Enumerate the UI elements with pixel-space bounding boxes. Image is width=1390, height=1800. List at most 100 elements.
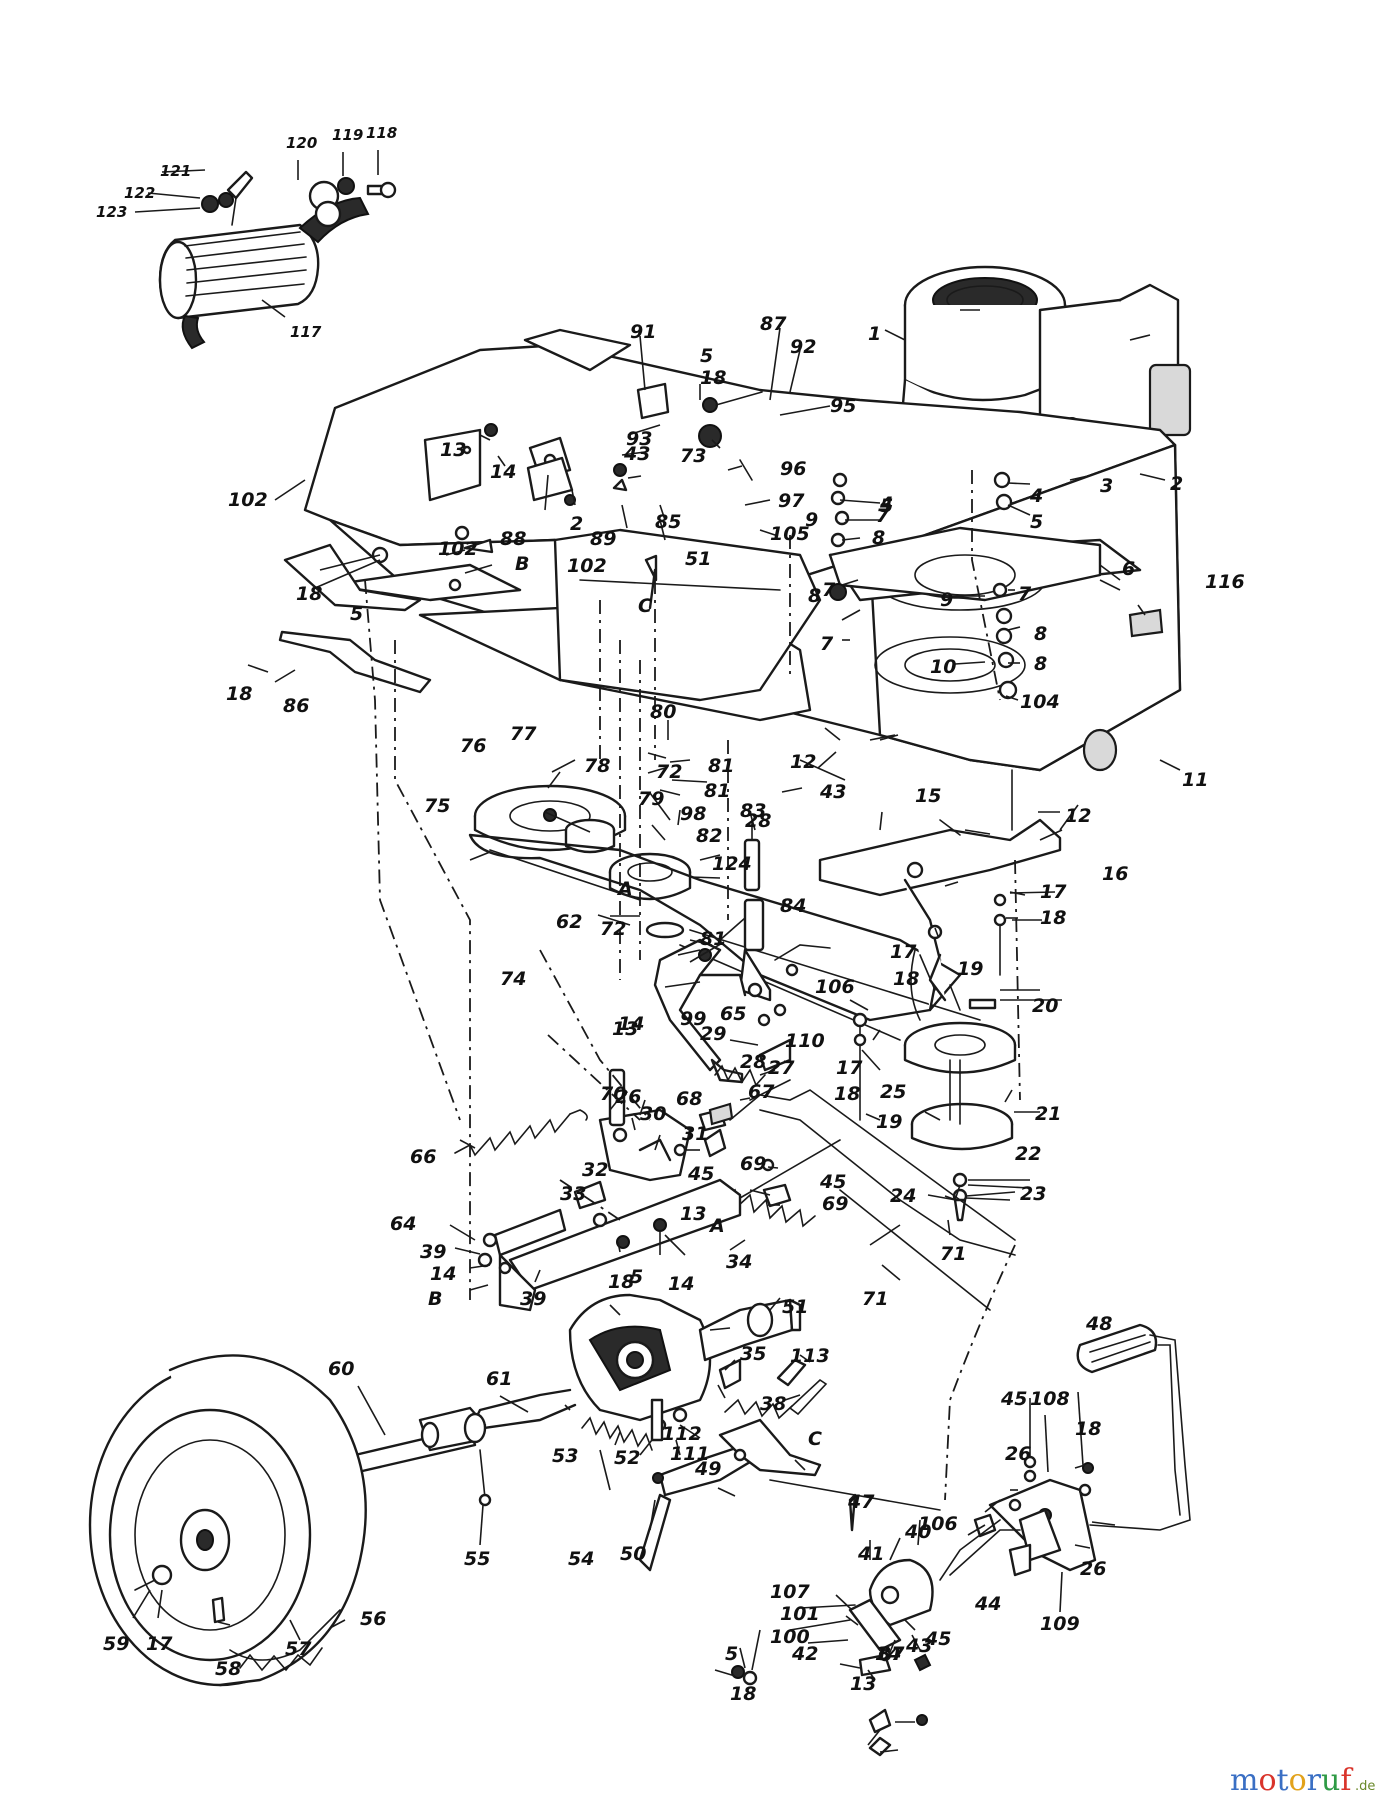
- logo-letter: m: [1230, 1763, 1258, 1798]
- callout-22: 22: [1015, 1143, 1041, 1165]
- callout-86: 86: [283, 695, 309, 717]
- callout-87: 87: [760, 313, 787, 335]
- callout-60: 60: [328, 1358, 354, 1380]
- callout-26-c: 26: [1080, 1558, 1106, 1580]
- callout-52: 52: [614, 1447, 640, 1469]
- callout-67: 67: [748, 1081, 775, 1103]
- callout-18-d: 18: [226, 683, 252, 705]
- callout-81-c: 81: [700, 928, 726, 950]
- callout-7-b: 7: [822, 579, 836, 601]
- transaxle: [468, 1293, 802, 1442]
- callout-42: 42: [791, 1643, 818, 1665]
- callout-108: 108: [1030, 1388, 1070, 1410]
- callout-98: 98: [680, 803, 706, 825]
- frame-chassis: [283, 328, 1182, 772]
- callout-11: 11: [1182, 769, 1208, 791]
- callout-5-e: 5: [630, 1266, 643, 1288]
- callout-54: 54: [568, 1548, 594, 1570]
- callout-C-1: C: [638, 595, 652, 617]
- callout-41: 41: [857, 1543, 884, 1565]
- callout-82: 82: [696, 825, 722, 847]
- callout-118: 118: [366, 124, 397, 142]
- callout-120: 120: [286, 134, 317, 152]
- callout-2: 2: [1170, 473, 1183, 495]
- callout-112: 112: [662, 1423, 702, 1445]
- callout-48: 48: [1085, 1313, 1112, 1335]
- callout-77: 77: [510, 723, 537, 745]
- callout-102: 102: [228, 489, 268, 511]
- callout-73: 73: [680, 445, 706, 467]
- callout-8-d: 8: [1034, 653, 1047, 675]
- callout-117: 117: [290, 323, 322, 341]
- callout-4-b: 4: [1029, 485, 1043, 507]
- callout-17-d: 17: [146, 1633, 173, 1655]
- callout-18-g: 18: [608, 1271, 634, 1293]
- logo-letter: u: [1321, 1763, 1340, 1798]
- callout-28-b: 28: [740, 1051, 766, 1073]
- callout-74: 74: [500, 968, 526, 990]
- callout-23: 23: [1020, 1183, 1046, 1205]
- callout-3: 3: [1100, 475, 1113, 497]
- callout-80: 80: [650, 701, 676, 723]
- callout-5-f: 5: [725, 1643, 738, 1665]
- callout-17: 17: [1040, 881, 1067, 903]
- callout-97: 97: [778, 490, 805, 512]
- callout-18-f: 18: [700, 367, 726, 389]
- callout-68: 68: [676, 1088, 702, 1110]
- callout-69-b: 69: [822, 1193, 848, 1215]
- callout-75: 75: [424, 795, 450, 817]
- callout-83: 83: [740, 800, 766, 822]
- callout-37: 37: [878, 1643, 905, 1665]
- callout-5: 5: [880, 495, 893, 517]
- callout-101: 101: [780, 1603, 820, 1625]
- callout-61: 61: [486, 1368, 512, 1390]
- callout-50: 50: [620, 1543, 646, 1565]
- callout-62: 62: [556, 911, 582, 933]
- logo-letter: o: [1258, 1763, 1276, 1798]
- callout-15: 15: [915, 785, 941, 807]
- callout-70: 70: [600, 1083, 626, 1105]
- muffler-assembly: [158, 170, 397, 350]
- callout-59: 59: [103, 1633, 129, 1655]
- callout-95: 95: [830, 395, 856, 417]
- callout-93: 93: [626, 428, 652, 450]
- callout-106: 106: [815, 976, 855, 998]
- callout-102-b: 102: [438, 538, 478, 560]
- callout-18-h: 18: [1075, 1418, 1101, 1440]
- callout-28: 28: [745, 810, 771, 832]
- callout-13: 13: [440, 439, 466, 461]
- logo-letter: f: [1340, 1763, 1353, 1798]
- callout-24: 24: [890, 1185, 916, 1207]
- callout-A-2: A: [708, 1215, 725, 1237]
- callout-79: 79: [638, 788, 664, 810]
- callout-111: 111: [670, 1443, 710, 1465]
- callout-20: 20: [1032, 995, 1058, 1017]
- callout-9: 9: [805, 509, 818, 531]
- callout-39: 39: [420, 1241, 446, 1263]
- callout-C-2: C: [808, 1428, 822, 1450]
- motoruf-logo: motoruf .de: [1230, 1763, 1375, 1798]
- callout-45-c: 45: [1000, 1388, 1027, 1410]
- callout-57: 57: [285, 1638, 312, 1660]
- callout-B-2: B: [428, 1288, 442, 1310]
- brackets: [278, 382, 670, 694]
- shift-bracket: [653, 819, 831, 1084]
- callout-49: 49: [694, 1458, 721, 1480]
- callout-18-c: 18: [834, 1083, 860, 1105]
- callout-58: 58: [215, 1658, 241, 1680]
- callout-43: 43: [819, 781, 846, 803]
- callout-89: 89: [590, 528, 616, 550]
- callout-40: 40: [904, 1521, 931, 1543]
- callout-5-b: 5: [1030, 511, 1043, 533]
- callout-19: 19: [957, 958, 983, 980]
- callout-33: 33: [560, 1183, 586, 1205]
- callout-88: 88: [500, 528, 526, 550]
- callout-96: 96: [780, 458, 806, 480]
- callout-100: 100: [770, 1626, 810, 1648]
- callout-7: 7: [876, 505, 890, 527]
- callout-14: 14: [490, 461, 516, 483]
- callout-106-b: 106: [918, 1513, 958, 1535]
- callout-5-d: 5: [700, 345, 713, 367]
- callout-116: 116: [1205, 571, 1245, 593]
- callout-85: 85: [655, 511, 681, 533]
